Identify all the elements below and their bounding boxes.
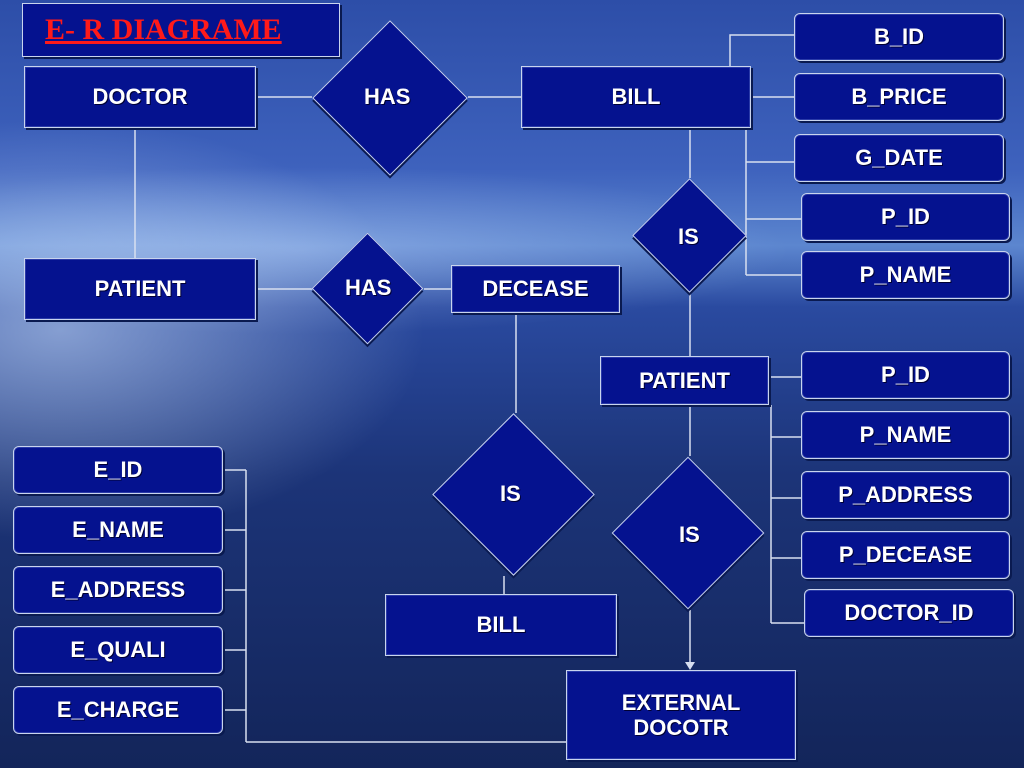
- title-box: E- R DIAGRAME: [22, 3, 340, 57]
- attr-patient-p-address[interactable]: P_ADDRESS: [801, 471, 1010, 519]
- attr-bill-p-name[interactable]: P_NAME: [801, 251, 1010, 299]
- attr-external-e-quali[interactable]: E_QUALI: [13, 626, 223, 674]
- relationship-is-decease[interactable]: IS: [432, 413, 595, 576]
- relationship-is-patient[interactable]: IS: [611, 456, 765, 610]
- external-doctor-label-line2: DOCOTR: [633, 715, 729, 740]
- relationship-is-decease-label: IS: [500, 481, 521, 506]
- attr-external-e-name[interactable]: E_NAME: [13, 506, 223, 554]
- external-doctor-label-line1: EXTERNAL: [621, 689, 741, 715]
- attr-external-e-charge[interactable]: E_CHARGE: [13, 686, 223, 734]
- entity-doctor[interactable]: DOCTOR: [24, 66, 256, 128]
- attr-bill-b-price[interactable]: B_PRICE: [794, 73, 1004, 121]
- relationship-has-top-label: HAS: [364, 84, 411, 109]
- attr-patient-p-name[interactable]: P_NAME: [801, 411, 1010, 459]
- entity-bill-bottom[interactable]: BILL: [385, 594, 617, 656]
- relationship-has-mid[interactable]: HAS: [311, 232, 424, 345]
- attr-bill-b-id[interactable]: B_ID: [794, 13, 1004, 61]
- entity-external-doctor[interactable]: EXTERNAL DOCOTR: [566, 670, 796, 760]
- line-bill-bid: [729, 34, 794, 66]
- arrowhead-external: [685, 662, 695, 670]
- relationship-is-bill[interactable]: IS: [632, 178, 747, 293]
- entity-decease[interactable]: DECEASE: [451, 265, 620, 313]
- attr-bill-p-id[interactable]: P_ID: [801, 193, 1010, 241]
- entity-patient-left[interactable]: PATIENT: [24, 258, 256, 320]
- diagram-title: E- R DIAGRAME: [45, 13, 282, 46]
- attr-external-e-id[interactable]: E_ID: [13, 446, 223, 494]
- relationship-has-top[interactable]: HAS: [312, 20, 468, 176]
- attr-patient-p-decease[interactable]: P_DECEASE: [801, 531, 1010, 579]
- entity-patient-mid[interactable]: PATIENT: [600, 356, 769, 405]
- attr-patient-doctor-id[interactable]: DOCTOR_ID: [804, 589, 1014, 637]
- relationship-has-mid-label: HAS: [345, 275, 392, 300]
- relationship-is-patient-label: IS: [679, 522, 700, 547]
- attr-bill-g-date[interactable]: G_DATE: [794, 134, 1004, 182]
- relationship-is-bill-label: IS: [678, 224, 699, 249]
- attr-external-e-address[interactable]: E_ADDRESS: [13, 566, 223, 614]
- entity-bill-top[interactable]: BILL: [521, 66, 751, 128]
- attr-patient-p-id[interactable]: P_ID: [801, 351, 1010, 399]
